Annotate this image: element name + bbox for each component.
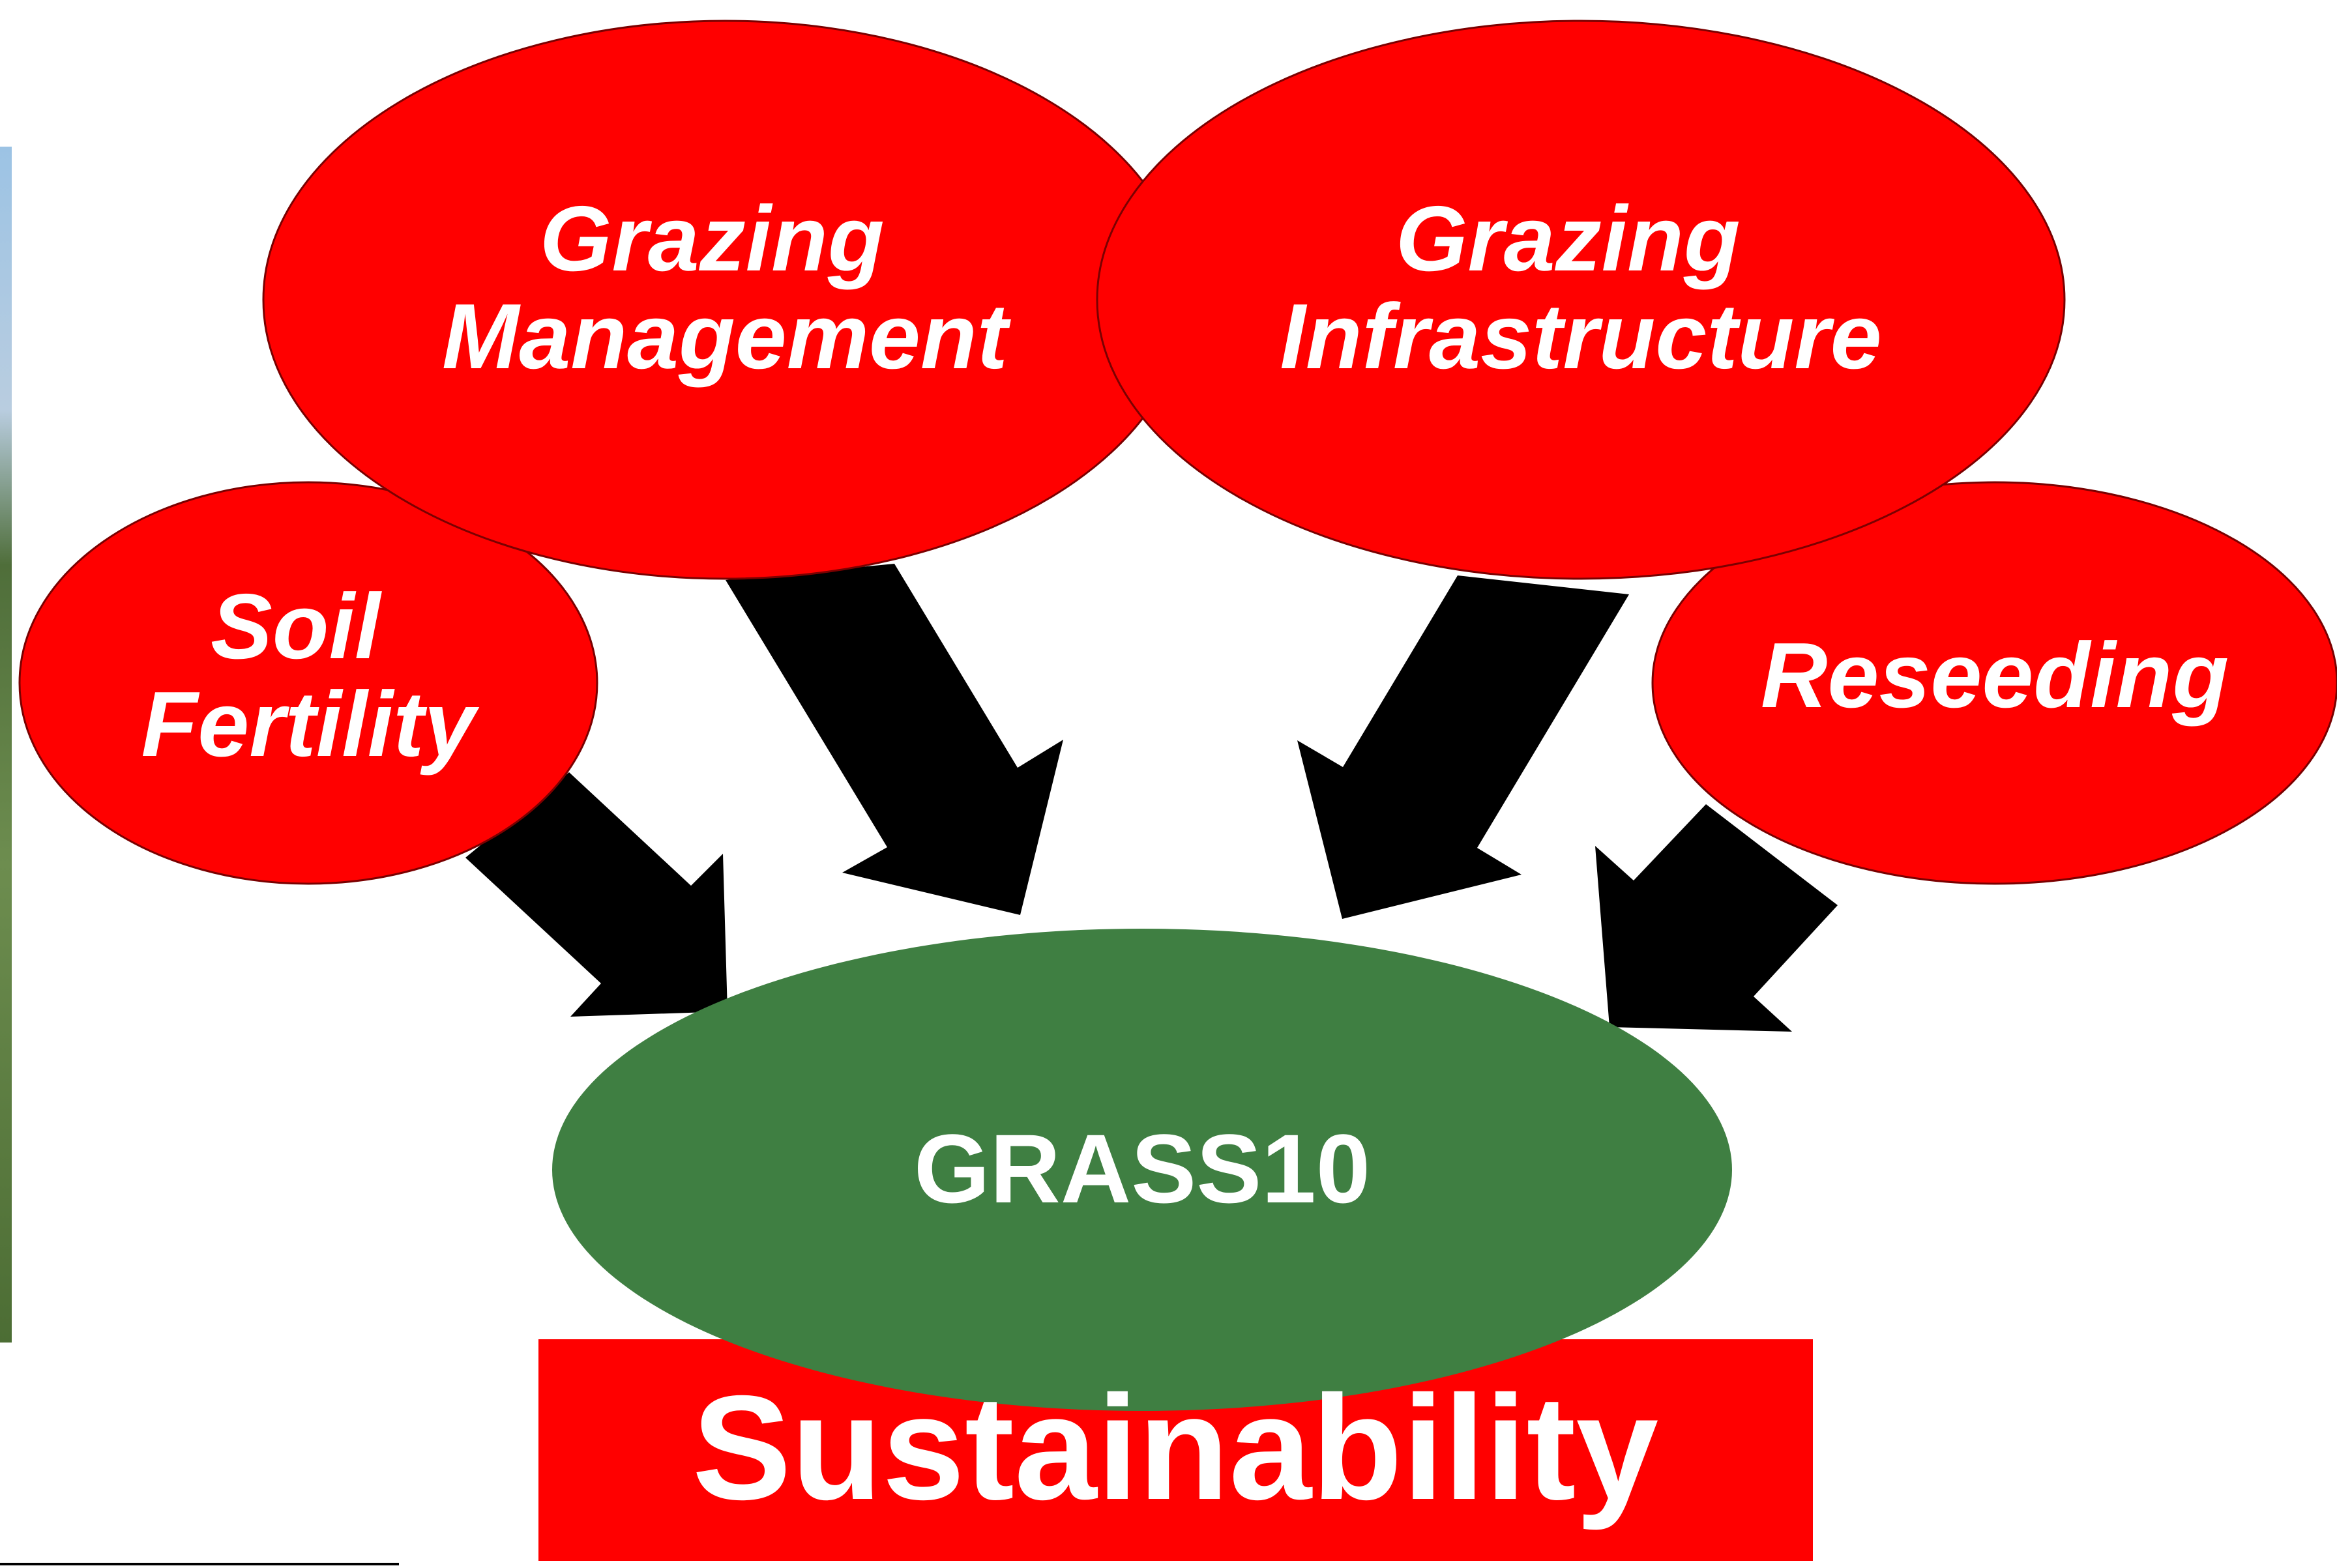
- arrow-grazing-infrastructure: [1297, 575, 1629, 919]
- grazing-management-line-1: Grazing: [540, 187, 885, 291]
- grass10-label: GRASS10: [914, 1114, 1370, 1223]
- soil-fertility-line-1: Soil: [211, 575, 382, 678]
- grazing-management-line-2: Management: [442, 285, 1012, 388]
- grazing-management-label: Grazing Management: [442, 187, 1012, 388]
- reseeding-line-1: Reseeding: [1761, 624, 2229, 727]
- soil-fertility-label: Soil Fertility: [141, 575, 480, 776]
- reseeding-label: Reseeding: [1761, 624, 2229, 727]
- arrow-grazing-management: [726, 564, 1063, 915]
- grazing-infrastructure-node: [1096, 20, 2066, 580]
- grass10-node: [552, 929, 1732, 1411]
- arrow-reseeding: [1595, 804, 1838, 1032]
- grazing-infrastructure-line-2: Infrastructure: [1280, 285, 1881, 388]
- soil-fertility-node: [18, 481, 598, 885]
- grazing-infrastructure-line-1: Grazing: [1396, 187, 1741, 291]
- arrow-soil-fertility: [465, 772, 728, 1017]
- reseeding-node: [1651, 481, 2337, 885]
- photo-strip: [0, 147, 12, 1343]
- sustainability-label: Sustainability: [692, 1365, 1658, 1531]
- soil-fertility-line-2: Fertility: [141, 673, 480, 776]
- grazing-infrastructure-label: Grazing Infrastructure: [1280, 187, 1881, 388]
